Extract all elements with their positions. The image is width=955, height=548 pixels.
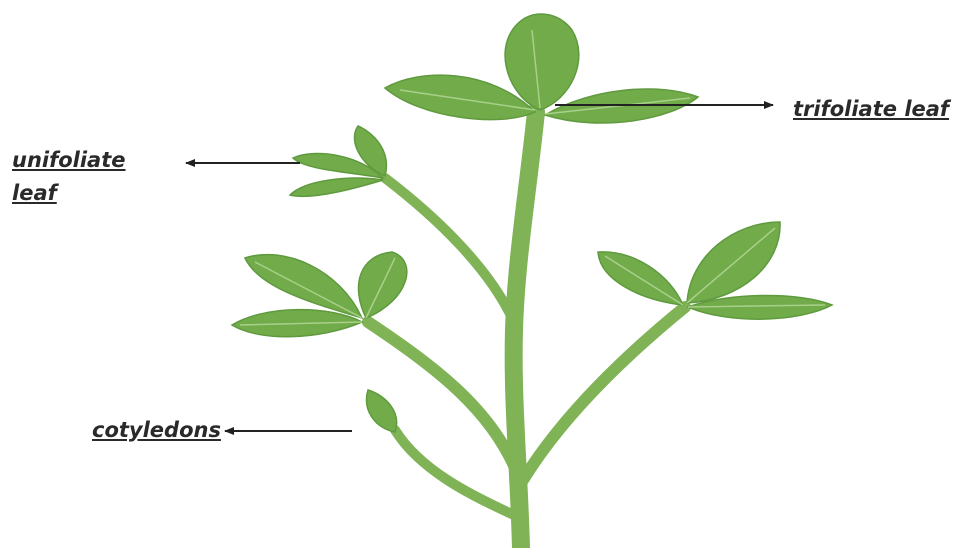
left-branch xyxy=(368,322,516,470)
unifoliate-leaf-label-line1: unifoliate xyxy=(12,148,126,172)
leaves xyxy=(232,14,832,432)
trifoliate-top-leaflet xyxy=(505,14,579,110)
cotyledons-label: cotyledons xyxy=(92,418,221,442)
unifoliate-branch xyxy=(385,178,513,320)
right-leaf-cluster xyxy=(598,222,832,319)
unifoliate-leaf-label-line2: leaf xyxy=(12,181,57,205)
unifoliate-leaflet-lower xyxy=(290,178,383,196)
unifoliate-leaf xyxy=(290,126,386,196)
cotyledon-leaf xyxy=(367,390,397,432)
trifoliate-leaf xyxy=(385,14,698,123)
trifoliate-leaf-label: trifoliate leaf xyxy=(793,97,949,121)
right-branch xyxy=(523,307,685,480)
cotyledon xyxy=(367,390,397,432)
stems xyxy=(368,112,685,548)
